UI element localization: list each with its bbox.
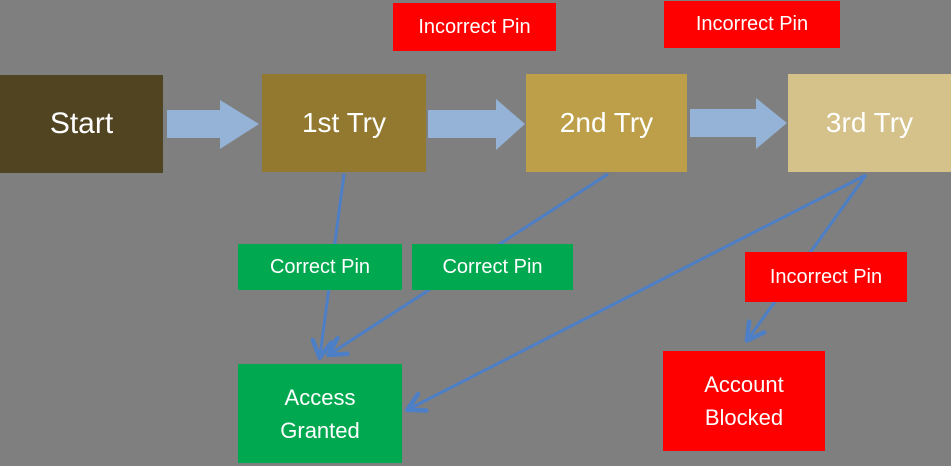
node-third-try: 3rd Try xyxy=(788,74,951,172)
node-start: Start xyxy=(0,75,163,173)
node-first-try: 1st Try xyxy=(262,74,426,172)
edge-label-correct-pin-2: Correct Pin xyxy=(412,244,573,290)
edge-label-incorrect-pin-3: Incorrect Pin xyxy=(745,252,907,302)
edge-label-incorrect-pin-2: Incorrect Pin xyxy=(664,1,840,48)
node-second-try: 2nd Try xyxy=(526,74,687,172)
block-arrow-try2-to-try3 xyxy=(690,98,787,149)
edge-label-incorrect-pin-1: Incorrect Pin xyxy=(393,3,556,51)
node-access-granted: Access Granted xyxy=(238,364,402,463)
edge-label-correct-pin-1: Correct Pin xyxy=(238,244,402,290)
block-arrow-try1-to-try2 xyxy=(428,99,525,150)
node-account-blocked: Account Blocked xyxy=(663,351,825,451)
block-arrow-start-to-try1 xyxy=(167,100,259,149)
line-arrow-try3-to-access-granted xyxy=(409,173,867,409)
